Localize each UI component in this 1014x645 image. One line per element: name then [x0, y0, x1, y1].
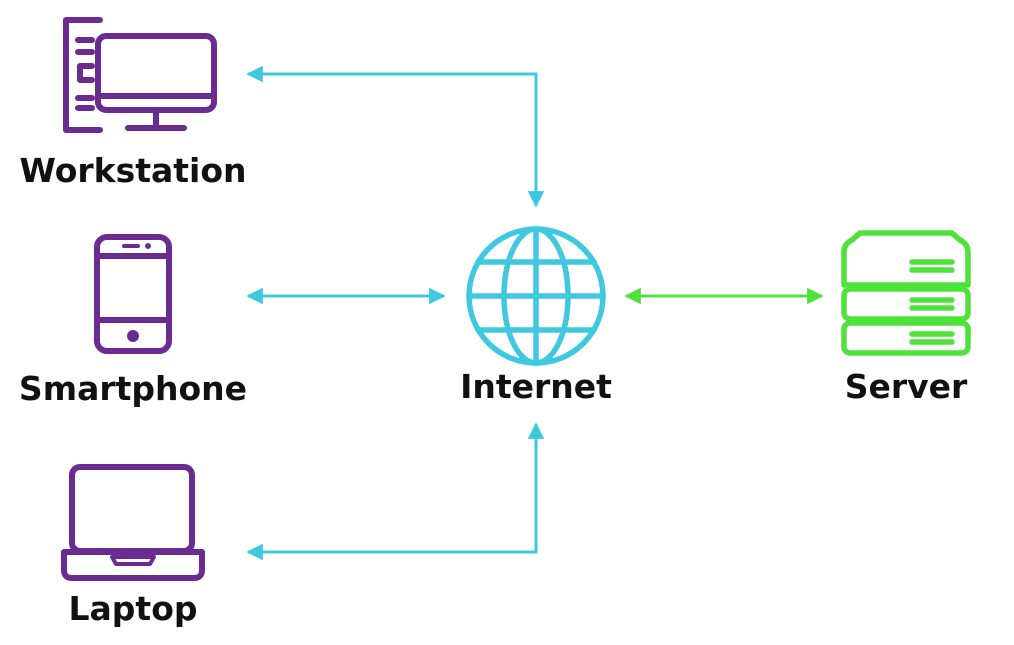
smartphone-node: Smartphone [19, 234, 247, 408]
desktop-computer-icon [63, 17, 217, 133]
laptop-label: Laptop [69, 589, 198, 628]
connection-workstation-internet [246, 65, 545, 208]
server-node: Server [841, 230, 971, 406]
connection-laptop-internet [246, 422, 545, 561]
globe-icon [466, 226, 606, 366]
workstation-label: Workstation [19, 151, 246, 190]
server-label: Server [845, 367, 968, 406]
laptop-icon [61, 464, 205, 581]
internet-label: Internet [460, 367, 612, 406]
smartphone-label: Smartphone [19, 369, 247, 408]
laptop-node: Laptop [61, 464, 205, 628]
smartphone-icon [94, 234, 172, 354]
server-rack-icon [841, 230, 971, 356]
internet-node: Internet [460, 226, 612, 406]
workstation-node: Workstation [19, 17, 247, 190]
